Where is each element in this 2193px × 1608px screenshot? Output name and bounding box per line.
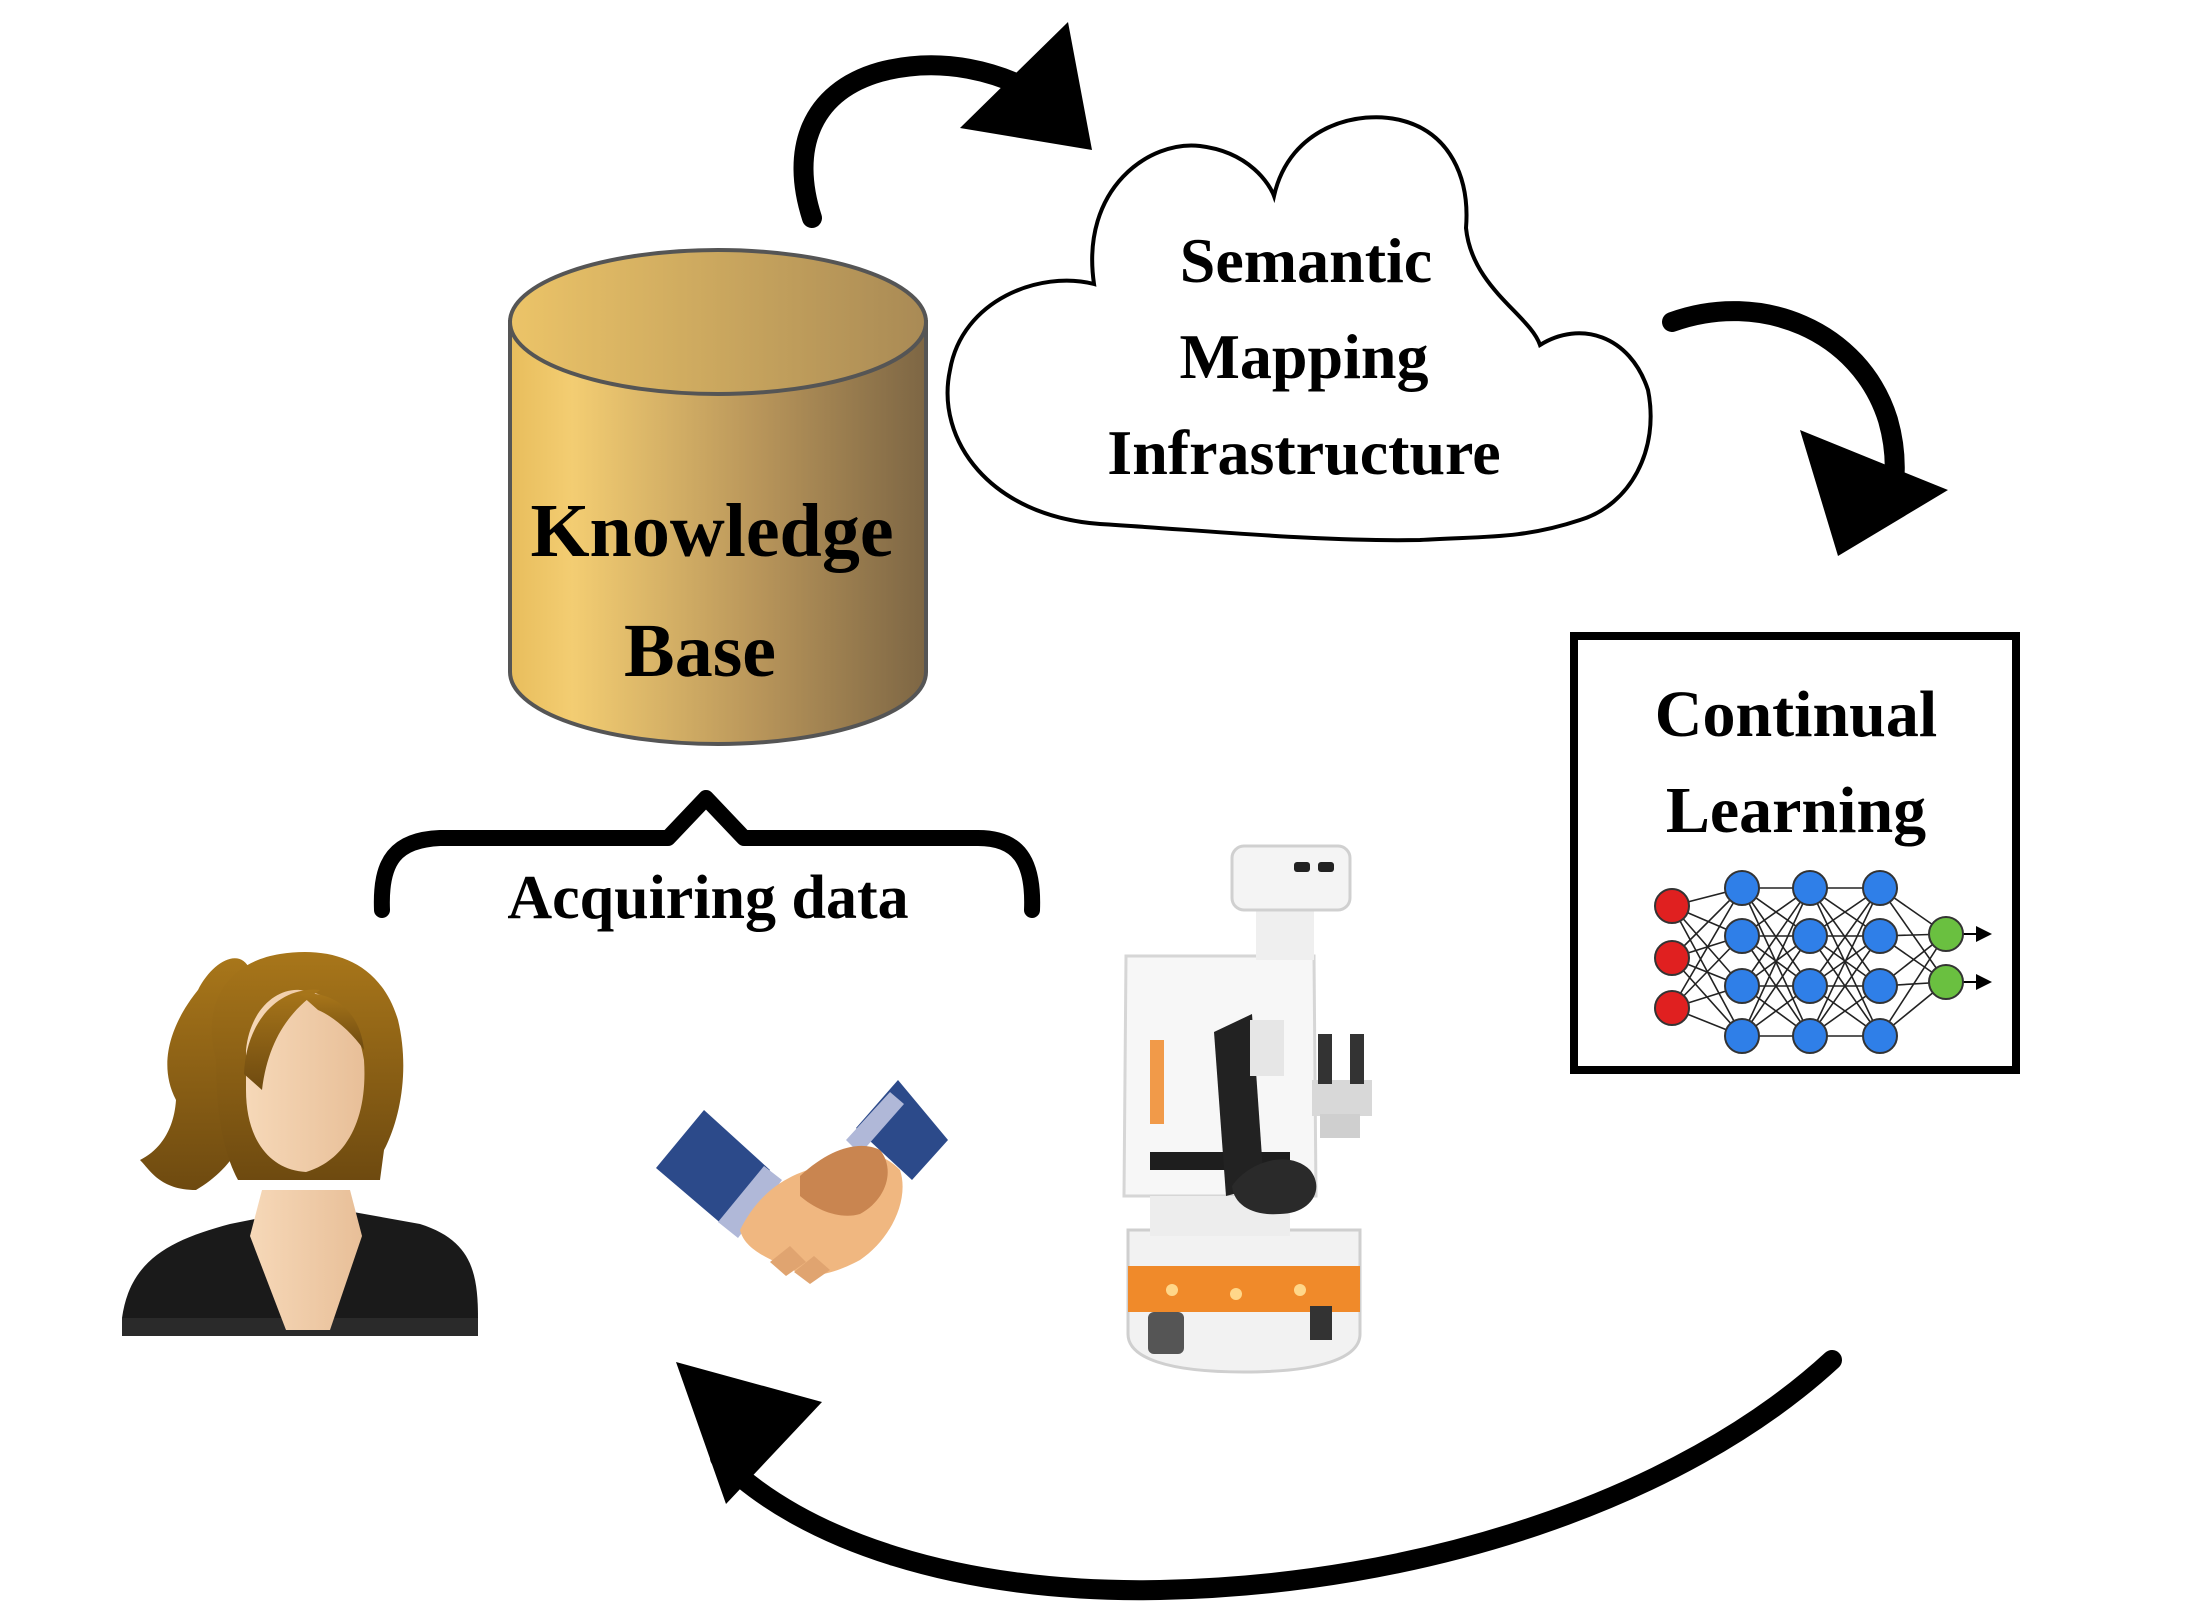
nn-node <box>1724 870 1760 906</box>
arrow-to-user <box>676 1350 1842 1601</box>
neural-network-icon <box>1654 870 1992 1054</box>
acquiring-data-brace: Acquiring data <box>373 790 1041 932</box>
knowledge-base-cylinder: Knowledge Base <box>508 248 928 746</box>
knowledge-base-line1: Knowledge <box>530 489 893 573</box>
handshake-icon <box>656 1080 948 1284</box>
nn-connection <box>1741 887 1811 987</box>
nn-node <box>1724 1018 1760 1054</box>
nn-connection <box>1809 935 1881 1037</box>
nn-connection <box>1671 887 1743 1009</box>
nn-node <box>1654 888 1690 924</box>
arrow-to-semantic-mapping <box>793 22 1092 228</box>
nn-connection <box>1809 887 1881 1037</box>
nn-node <box>1724 918 1760 954</box>
nn-node <box>1792 968 1828 1004</box>
semantic-mapping-line3: Infrastructure <box>1107 417 1500 488</box>
semantic-mapping-line2: Mapping <box>1180 321 1429 392</box>
nn-node <box>1928 916 1964 952</box>
acquiring-data-label: Acquiring data <box>507 864 908 932</box>
continual-learning-line1: Continual <box>1655 678 1937 751</box>
nn-node <box>1654 990 1690 1026</box>
woman-avatar-icon <box>122 951 478 1336</box>
nn-connection <box>1809 887 1881 987</box>
nn-node <box>1792 918 1828 954</box>
nn-node <box>1792 1018 1828 1054</box>
nn-node <box>1792 870 1828 906</box>
nn-connection <box>1741 935 1811 1037</box>
continual-learning-line2: Learning <box>1666 774 1926 847</box>
nn-node <box>1862 1018 1898 1054</box>
nn-node <box>1862 918 1898 954</box>
arrow-to-continual-learning <box>1662 301 1948 556</box>
nn-node <box>1724 968 1760 1004</box>
nn-connection <box>1879 933 1947 1037</box>
nn-node <box>1862 968 1898 1004</box>
nn-node <box>1928 964 1964 1000</box>
semantic-mapping-cloud: Semantic Mapping Infrastructure <box>945 115 1653 543</box>
nn-node <box>1654 940 1690 976</box>
nn-node <box>1862 870 1898 906</box>
knowledge-base-line2: Base <box>624 609 776 693</box>
tiago-robot-icon <box>1122 844 1372 1374</box>
nn-connection <box>1741 887 1811 1037</box>
semantic-mapping-line1: Semantic <box>1180 225 1432 296</box>
continual-learning-box: Continual Learning <box>1570 632 2020 1074</box>
